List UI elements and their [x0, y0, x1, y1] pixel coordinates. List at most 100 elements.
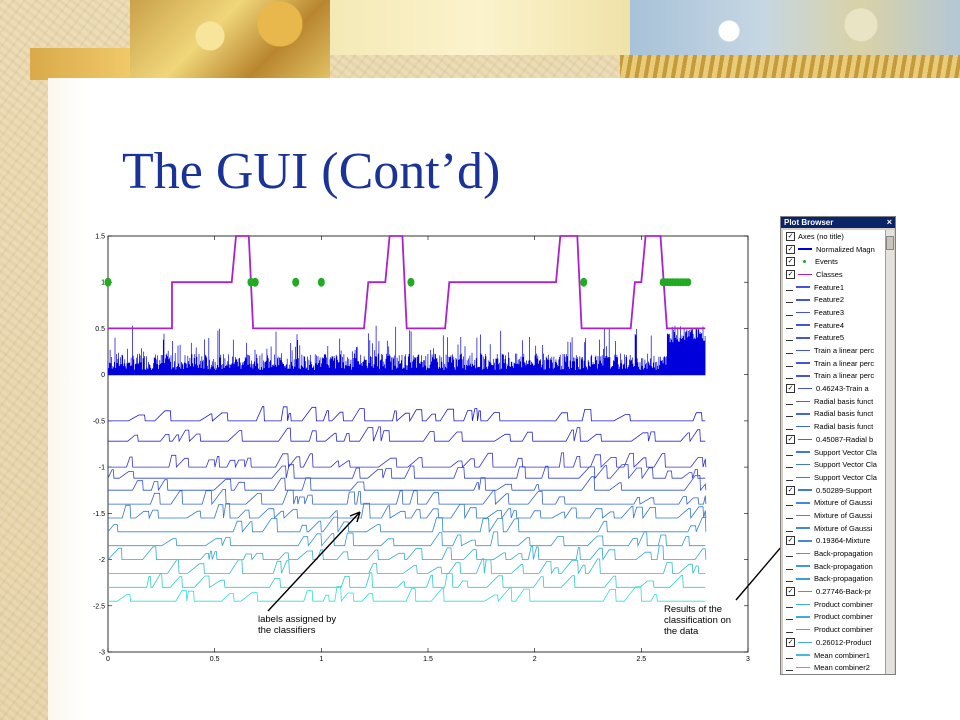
plot-browser-item[interactable]: Feature5: [783, 332, 885, 345]
event-marker: [685, 278, 692, 287]
classifier-trace: [108, 489, 707, 506]
visibility-checkbox[interactable]: [786, 652, 793, 659]
line-swatch-icon: [796, 502, 810, 504]
line-swatch-icon: [796, 413, 810, 415]
visibility-checkbox[interactable]: ✓: [786, 434, 795, 444]
scrollbar-thumb[interactable]: [886, 236, 894, 250]
visibility-checkbox[interactable]: [786, 410, 793, 417]
plot-browser-item[interactable]: ✓Normalized Magn: [783, 243, 885, 256]
plot-browser-item[interactable]: Train a linear perc: [783, 357, 885, 370]
plot-browser-item[interactable]: Train a linear perc: [783, 344, 885, 357]
visibility-checkbox[interactable]: [786, 601, 793, 608]
visibility-checkbox[interactable]: [786, 626, 793, 633]
plot-browser-item[interactable]: Mixture of Gaussi: [783, 509, 885, 522]
plot-browser-item[interactable]: Radial basis funct: [783, 395, 885, 408]
plot-browser-item[interactable]: Feature2: [783, 293, 885, 306]
visibility-checkbox[interactable]: ✓: [786, 269, 795, 279]
close-icon[interactable]: ×: [886, 217, 892, 227]
visibility-checkbox[interactable]: [786, 575, 793, 582]
plot-browser-item[interactable]: Back-propagation: [783, 560, 885, 573]
visibility-checkbox[interactable]: ✓: [786, 231, 795, 241]
visibility-checkbox[interactable]: [786, 372, 793, 379]
arrow-line: [735, 547, 780, 601]
visibility-checkbox[interactable]: [786, 347, 793, 354]
plot-browser-item[interactable]: Mean combiner3: [783, 674, 885, 675]
visibility-checkbox[interactable]: [786, 499, 793, 506]
plot-browser-item[interactable]: Mixture of Gaussi: [783, 496, 885, 509]
visibility-checkbox[interactable]: ✓: [786, 257, 795, 267]
x-tick-label: 2: [533, 656, 537, 663]
plot-browser-item[interactable]: Train a linear perc: [783, 370, 885, 383]
plot-browser-item[interactable]: ✓Classes: [783, 268, 885, 281]
plot-browser-item[interactable]: ✓ 0.50289-Support: [783, 484, 885, 497]
plot-browser-item[interactable]: Support Vector Cla: [783, 446, 885, 459]
plot-browser-item[interactable]: ✓0.19364-Mixture: [783, 535, 885, 548]
plot-browser-scrollbar[interactable]: [885, 230, 894, 674]
y-tick-label: -2: [99, 557, 105, 564]
plot-browser-item[interactable]: Radial basis funct: [783, 408, 885, 421]
plot-browser-list[interactable]: ✓Axes (no title)✓Normalized Magn✓Events✓…: [783, 230, 885, 675]
visibility-checkbox[interactable]: [786, 563, 793, 570]
visibility-checkbox[interactable]: [786, 664, 793, 671]
classifier-trace: [108, 426, 706, 443]
plot-browser-item[interactable]: ✓0.45087-Radial b: [783, 433, 885, 446]
visibility-checkbox[interactable]: [786, 449, 793, 456]
visibility-checkbox[interactable]: [786, 423, 793, 430]
plot-browser-item-label: Back-propagation: [814, 561, 873, 571]
plot-browser-item-label: Support Vector Cla: [814, 472, 877, 482]
plot-browser-item-label: 0.50289-Support: [816, 485, 872, 495]
classifier-trace: [108, 502, 707, 520]
plot-browser-item[interactable]: ✓ 0.26012-Product: [783, 636, 885, 649]
axes-box: [107, 235, 749, 653]
plot-browser-item-label: Mean combiner1: [814, 650, 870, 660]
visibility-checkbox[interactable]: [786, 284, 793, 291]
plot-browser-item-label: Product combiner: [814, 612, 873, 622]
plot-browser-item[interactable]: Support Vector Cla: [783, 471, 885, 484]
visibility-checkbox[interactable]: ✓: [786, 536, 795, 546]
plot-browser-item[interactable]: Back-propagation: [783, 573, 885, 586]
y-tick-label: 1.5: [95, 234, 105, 241]
plot-browser-item[interactable]: ✓0.27746-Back-pr: [783, 585, 885, 598]
plot-browser-item[interactable]: Mean combiner1: [783, 649, 885, 662]
plot-browser-item[interactable]: Feature1: [783, 281, 885, 294]
visibility-checkbox[interactable]: [786, 398, 793, 405]
visibility-checkbox[interactable]: ✓: [786, 587, 795, 597]
visibility-checkbox[interactable]: [786, 360, 793, 367]
arrow-head-icon: [349, 511, 361, 523]
line-swatch-icon: [796, 552, 810, 555]
visibility-checkbox[interactable]: [786, 334, 793, 341]
plot-browser-item-label: 0.46243-Train a: [816, 384, 869, 394]
visibility-checkbox[interactable]: [786, 309, 793, 316]
plot-browser-item-label: Radial basis funct: [814, 396, 874, 406]
visibility-checkbox[interactable]: ✓: [786, 244, 795, 254]
plot-browser-item[interactable]: Product combiner: [783, 623, 885, 636]
plot-browser-item[interactable]: ✓Axes (no title): [783, 230, 885, 243]
plot-browser-item[interactable]: Mixture of Gaussi: [783, 522, 885, 535]
plot-browser-item[interactable]: Back-propagation: [783, 547, 885, 560]
visibility-checkbox[interactable]: [786, 322, 793, 329]
visibility-checkbox[interactable]: [786, 525, 793, 532]
visibility-checkbox[interactable]: ✓: [786, 485, 795, 495]
plot-browser-panel[interactable]: Plot Browser × ✓Axes (no title)✓Normaliz…: [780, 216, 896, 675]
plot-browser-item[interactable]: Feature4: [783, 319, 885, 332]
visibility-checkbox[interactable]: [786, 613, 793, 620]
plot-browser-item[interactable]: Radial basis funct: [783, 420, 885, 433]
visibility-checkbox[interactable]: [786, 474, 793, 481]
visibility-checkbox[interactable]: [786, 296, 793, 303]
visibility-checkbox[interactable]: [786, 512, 793, 519]
plot-browser-item[interactable]: ✓ 0.46243-Train a: [783, 382, 885, 395]
line-swatch-icon: [796, 311, 810, 314]
visibility-checkbox[interactable]: [786, 550, 793, 557]
plot-browser-item-label: 0.26012-Product: [816, 637, 872, 647]
plot-browser-item[interactable]: Product combiner: [783, 611, 885, 624]
plot-browser-item[interactable]: Mean combiner2: [783, 661, 885, 674]
plot-browser-item[interactable]: Product combiner: [783, 598, 885, 611]
visibility-checkbox[interactable]: ✓: [786, 637, 795, 647]
plot-browser-item[interactable]: ✓Events: [783, 255, 885, 268]
plot-browser-item[interactable]: Support Vector Cla: [783, 458, 885, 471]
visibility-checkbox[interactable]: ✓: [786, 384, 795, 394]
plot-browser-item[interactable]: Feature3: [783, 306, 885, 319]
visibility-checkbox[interactable]: [786, 461, 793, 468]
